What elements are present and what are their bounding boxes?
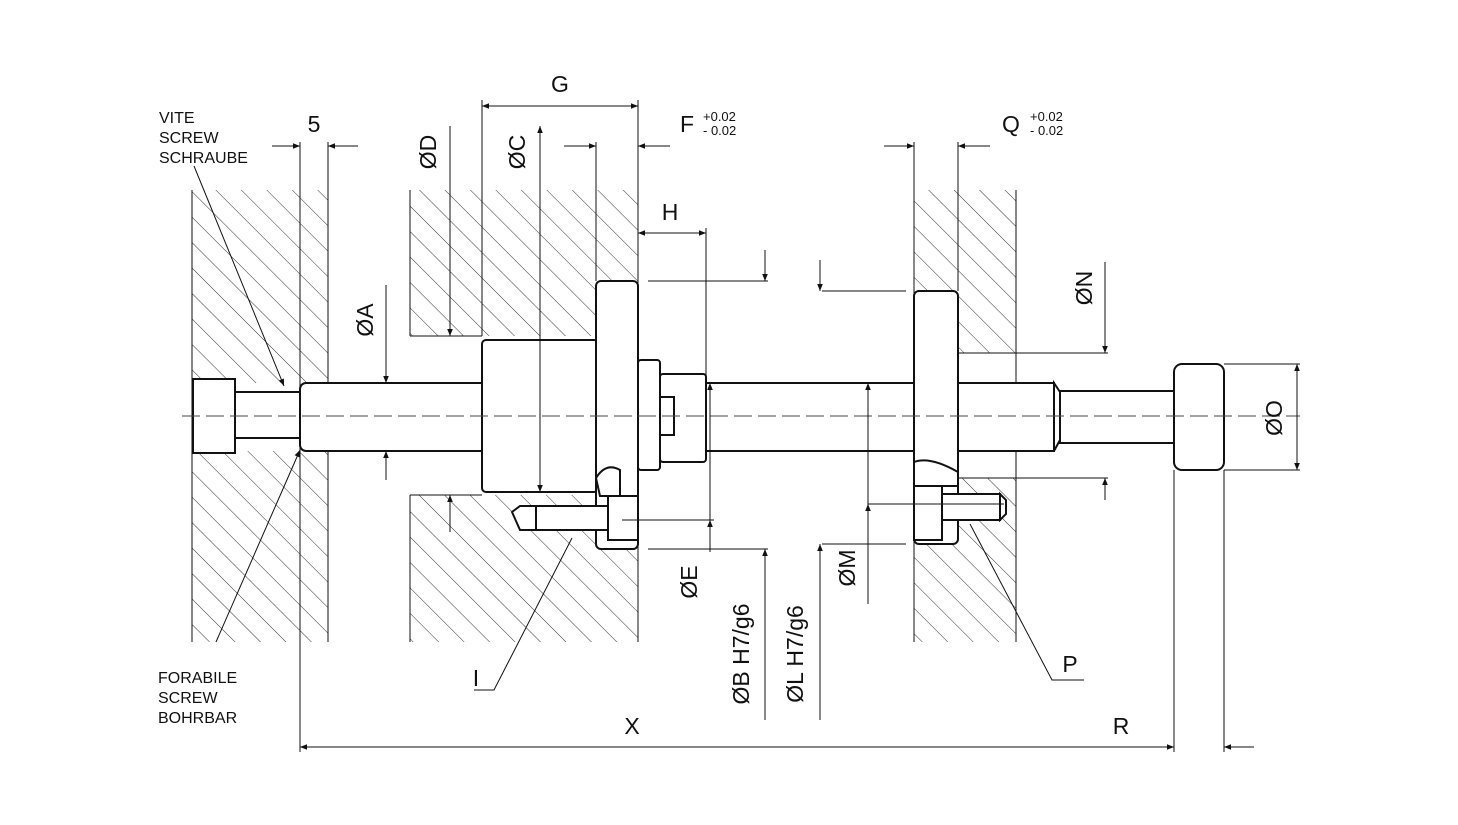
label-e: ØE <box>676 565 702 598</box>
note-top-line-1: VITE <box>159 110 195 127</box>
note-bottom-line-3: BOHRBAR <box>158 710 237 727</box>
label-f: F <box>680 111 694 137</box>
note-bottom-line-2: SCREW <box>158 690 218 707</box>
note-bottom-line-1: FORABILE <box>158 670 237 687</box>
label-h: H <box>662 199 679 225</box>
label-p: P <box>1062 651 1077 677</box>
label-b: ØB H7/g6 <box>728 604 754 705</box>
label-d: ØD <box>415 135 441 170</box>
screw-p <box>913 459 1007 541</box>
label-l: ØL H7/g6 <box>782 605 808 703</box>
label-g: G <box>551 71 569 97</box>
label-q-tol-plus: +0.02 <box>1030 109 1063 124</box>
label-i: I <box>473 665 479 691</box>
label-n: ØN <box>1071 271 1097 306</box>
label-m: ØM <box>834 549 860 586</box>
label-o: ØO <box>1261 400 1287 436</box>
screw-i <box>510 466 639 541</box>
note-top-line-2: SCREW <box>159 130 219 147</box>
label-f-tol-plus: +0.02 <box>703 109 736 124</box>
label-q: Q <box>1002 111 1020 137</box>
note-top-line-3: SCHRAUBE <box>159 150 248 167</box>
label-q-tol-minus: - 0.02 <box>1030 123 1063 138</box>
label-a: ØA <box>352 303 378 337</box>
label-5: 5 <box>308 111 321 137</box>
dimension-lines <box>193 100 1300 752</box>
screw-note-bottom: FORABILE SCREW BOHRBAR <box>158 670 237 727</box>
label-c: ØC <box>504 135 530 170</box>
screw-note-top: VITE SCREW SCHRAUBE <box>159 110 248 167</box>
dimension-labels: 5 G F +0.02 - 0.02 Q +0.02 - 0.02 H ØD Ø… <box>308 71 1287 739</box>
label-x: X <box>624 713 639 739</box>
label-r: R <box>1113 713 1130 739</box>
label-f-tol-minus: - 0.02 <box>703 123 736 138</box>
